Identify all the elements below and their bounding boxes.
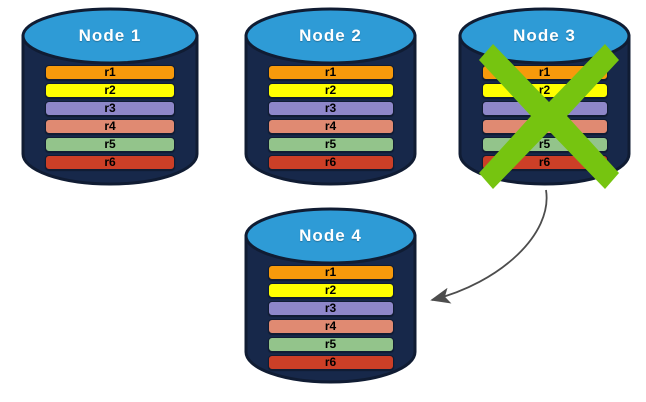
node-3[interactable]: Node 3 r1 r2 r3 r4 r5 r6 bbox=[457, 6, 632, 189]
node-4-row-r3[interactable]: r3 bbox=[267, 301, 394, 316]
node-4-rows: r1 r2 r3 r4 r5 r6 bbox=[243, 265, 418, 375]
node-1[interactable]: Node 1 r1 r2 r3 r4 r5 r6 bbox=[20, 6, 200, 186]
node-4-row-r4[interactable]: r4 bbox=[267, 319, 394, 334]
node-1-row-r6[interactable]: r6 bbox=[45, 155, 175, 170]
node-2-rows: r1 r2 r3 r4 r5 r6 bbox=[243, 65, 418, 175]
node-2-row-r5[interactable]: r5 bbox=[267, 137, 394, 152]
node-1-row-r5[interactable]: r5 bbox=[45, 137, 175, 152]
node-4[interactable]: Node 4 r1 r2 r3 r4 r5 r6 bbox=[243, 206, 418, 384]
node-2-row-r4[interactable]: r4 bbox=[267, 119, 394, 134]
node-1-row-r3[interactable]: r3 bbox=[45, 101, 175, 116]
node-2-row-r6[interactable]: r6 bbox=[267, 155, 394, 170]
node-3-row-r5[interactable]: r5 bbox=[481, 137, 608, 152]
node-2-row-r3[interactable]: r3 bbox=[267, 101, 394, 116]
node-3-row-r4[interactable]: r4 bbox=[481, 119, 608, 134]
node-3-row-r3[interactable]: r3 bbox=[481, 101, 608, 116]
node-2[interactable]: Node 2 r1 r2 r3 r4 r5 r6 bbox=[243, 6, 418, 186]
node-1-row-r2[interactable]: r2 bbox=[45, 83, 175, 98]
node-4-row-r6[interactable]: r6 bbox=[267, 355, 394, 370]
node-3-rows: r1 r2 r3 r4 r5 r6 bbox=[457, 65, 632, 175]
node-2-row-r2[interactable]: r2 bbox=[267, 83, 394, 98]
node-1-row-r4[interactable]: r4 bbox=[45, 119, 175, 134]
node-3-row-r6[interactable]: r6 bbox=[481, 155, 608, 170]
node-4-row-r2[interactable]: r2 bbox=[267, 283, 394, 298]
node-3-row-r1[interactable]: r1 bbox=[481, 65, 608, 80]
node-3-row-r2[interactable]: r2 bbox=[481, 83, 608, 98]
node-4-row-r1[interactable]: r1 bbox=[267, 265, 394, 280]
node-4-row-r5[interactable]: r5 bbox=[267, 337, 394, 352]
node-1-rows: r1 r2 r3 r4 r5 r6 bbox=[20, 65, 200, 175]
node-2-row-r1[interactable]: r1 bbox=[267, 65, 394, 80]
node-1-row-r1[interactable]: r1 bbox=[45, 65, 175, 80]
